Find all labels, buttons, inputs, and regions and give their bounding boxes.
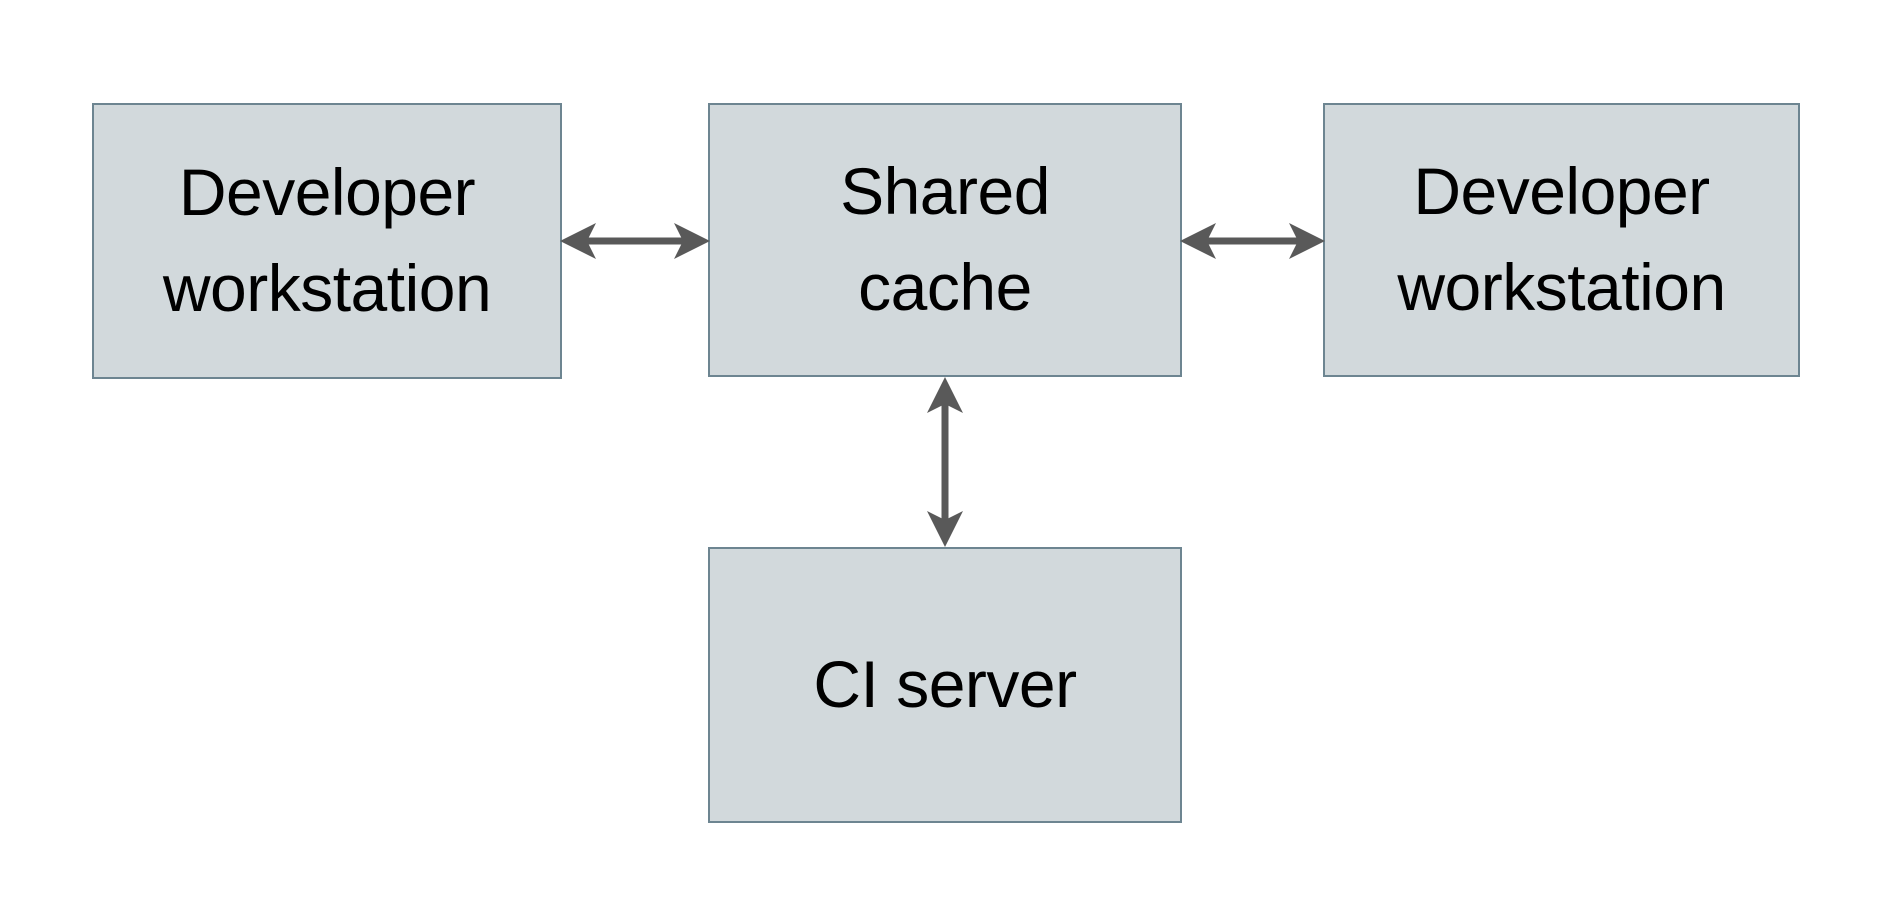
node-shared-cache: Shared cache — [708, 103, 1182, 377]
double-arrow-icon — [1180, 223, 1325, 259]
label-line: workstation — [1397, 250, 1726, 324]
node-ci-server-label: CI server — [813, 637, 1077, 733]
label-line: CI server — [813, 647, 1077, 722]
node-developer-workstation-right-label: Developer workstation — [1397, 144, 1726, 335]
double-arrow-icon — [560, 223, 710, 259]
bidirectional-arrow-cache-right-workstation — [1180, 218, 1325, 264]
node-shared-cache-label: Shared cache — [840, 144, 1050, 335]
label-line: Developer — [178, 155, 476, 230]
bidirectional-arrow-left-workstation-cache — [560, 218, 710, 264]
label-line: cache — [858, 250, 1032, 324]
node-developer-workstation-left-label: Developer workstation — [162, 145, 492, 336]
label-line: Shared — [840, 154, 1050, 229]
double-arrow-icon — [927, 377, 963, 547]
label-line: Developer — [1413, 154, 1710, 229]
node-developer-workstation-left: Developer workstation — [92, 103, 562, 379]
label-line: workstation — [162, 251, 492, 325]
node-developer-workstation-right: Developer workstation — [1323, 103, 1800, 377]
bidirectional-arrow-cache-ci-server — [922, 377, 968, 547]
node-ci-server: CI server — [708, 547, 1182, 823]
